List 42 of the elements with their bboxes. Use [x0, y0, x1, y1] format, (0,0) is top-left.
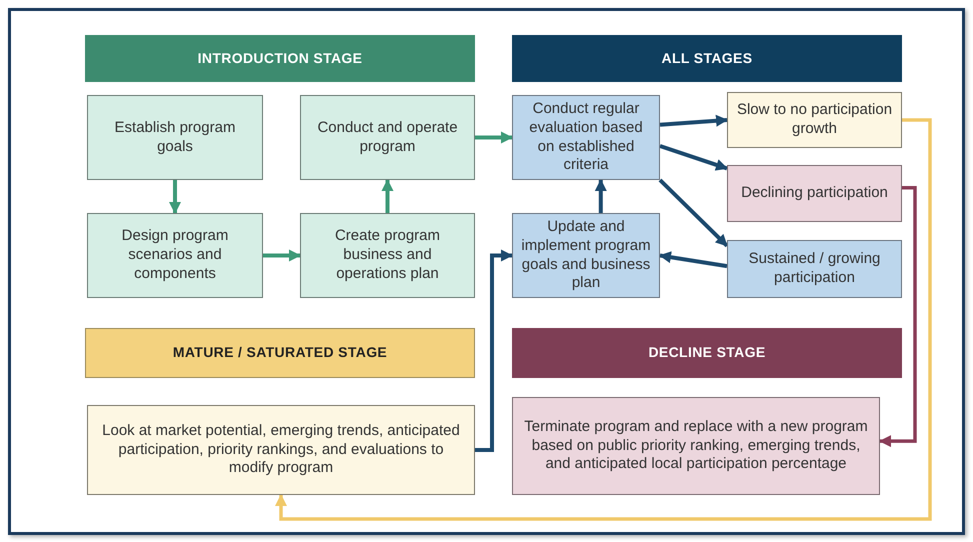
process-box — [512, 213, 660, 298]
stage-header — [512, 328, 902, 378]
process-box — [300, 95, 475, 180]
arrow — [879, 186, 917, 448]
node-text: DECLINE STAGE — [648, 344, 766, 362]
node-text: INTRODUCTION STAGE — [198, 50, 362, 68]
node-text: Update and implement program goals and business plan — [521, 218, 651, 293]
arrow — [475, 250, 513, 452]
node-text: Create program business and operations plan — [334, 227, 442, 284]
node-text: Slow to no participation growth — [736, 101, 893, 139]
arrow — [659, 251, 728, 268]
node-text: Establish program goals — [114, 118, 236, 156]
node-text: ALL STAGES — [662, 50, 752, 68]
arrow — [658, 178, 728, 248]
stage-header — [512, 35, 902, 82]
arrow — [594, 179, 607, 213]
stage-header — [85, 328, 475, 378]
node-text: Declining participation — [741, 184, 888, 203]
process-box — [727, 165, 902, 222]
arrow — [169, 180, 181, 214]
process-box — [87, 95, 263, 180]
node-text: MATURE / SATURATED STAGE — [172, 344, 388, 362]
arrow — [660, 114, 728, 127]
node-text: Conduct and operate program — [316, 118, 459, 156]
node-text: Terminate program and replace with a new program based on public priority ranking, emerging trends, and anticipated local participation percentage — [523, 418, 869, 474]
node-text: Look at market potential, emerging trends, anticipated participation, priority rankings, and evaluations to modify program — [101, 422, 461, 478]
arrow — [475, 132, 513, 144]
arrow — [275, 118, 932, 521]
process-box — [87, 405, 475, 495]
arrow — [382, 179, 394, 213]
process-box — [87, 213, 263, 298]
process-box — [727, 240, 902, 298]
arrow — [659, 144, 728, 171]
node-text: Sustained / growing participation — [748, 250, 882, 288]
stage-header — [85, 35, 475, 82]
node-text: Conduct regular evaluation based on established criteria — [528, 100, 644, 175]
process-box — [512, 397, 880, 495]
process-box — [727, 92, 902, 148]
arrow — [263, 250, 301, 262]
process-box — [300, 213, 475, 298]
process-box — [512, 95, 660, 180]
node-text: Design program scenarios and components — [120, 227, 230, 284]
